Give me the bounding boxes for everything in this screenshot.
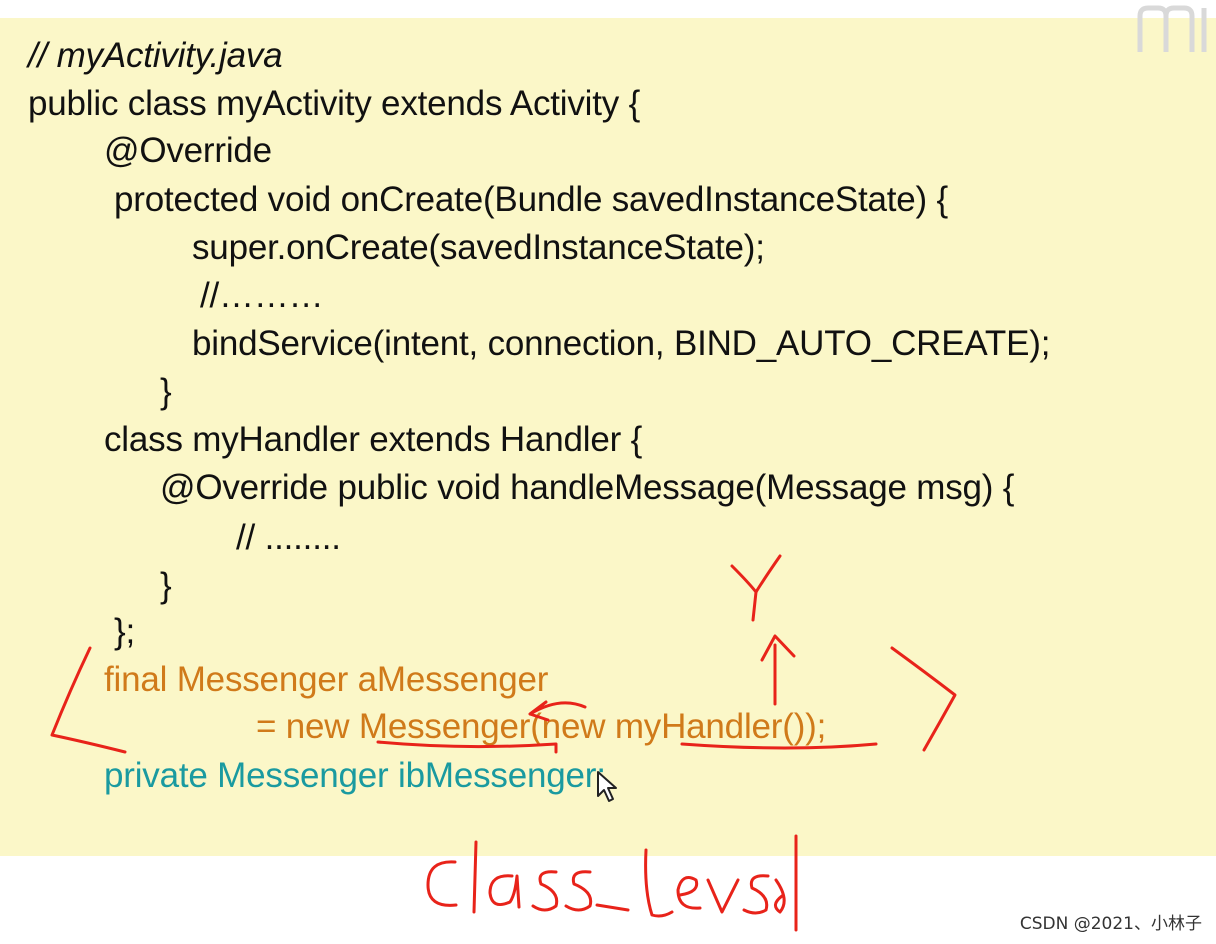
code-line-private-messenger: private Messenger ibMessenger;	[104, 756, 606, 795]
code-line-super-oncreate: super.onCreate(savedInstanceState);	[192, 228, 765, 267]
handwritten-a	[488, 874, 521, 909]
code-line-class-declaration: public class myActivity extends Activity…	[28, 84, 641, 123]
code-line-oncreate-signature: protected void onCreate(Bundle savedInst…	[114, 180, 949, 219]
code-line-handler-close-brace: }	[160, 566, 172, 605]
handwritten-loop	[774, 878, 786, 914]
code-line-bind-service: bindService(intent, connection, BIND_AUT…	[192, 324, 1051, 363]
code-line-handle-message: @Override public void handleMessage(Mess…	[160, 468, 1015, 507]
code-line-handler-class: class myHandler extends Handler {	[104, 420, 643, 459]
handwritten-c	[426, 860, 458, 907]
handwritten-s1	[531, 870, 559, 912]
handwritten-v	[706, 878, 740, 914]
code-line-handler-comment: // ........	[236, 518, 341, 557]
handwritten-l2	[644, 848, 674, 918]
code-line-final-messenger: final Messenger aMessenger	[104, 660, 549, 699]
code-line-new-messenger: = new Messenger(new myHandler());	[256, 707, 827, 746]
code-line-override-annotation: @Override	[104, 131, 272, 170]
slide	[0, 18, 1216, 856]
mouse-pointer-icon	[596, 770, 622, 809]
handwritten-e	[676, 876, 702, 910]
handwritten-s3	[742, 874, 770, 915]
code-line-ellipsis-comment: //………	[200, 276, 324, 315]
code-line-close-brace: }	[160, 372, 172, 411]
watermark: CSDN @2021、小林子	[1019, 914, 1202, 934]
code-line-file-comment: // myActivity.java	[28, 36, 283, 75]
code-line-class-close: };	[114, 612, 136, 651]
handwritten-s2	[564, 870, 593, 912]
handwritten-dash	[595, 903, 630, 912]
logo-mark-icon	[1134, 2, 1216, 52]
